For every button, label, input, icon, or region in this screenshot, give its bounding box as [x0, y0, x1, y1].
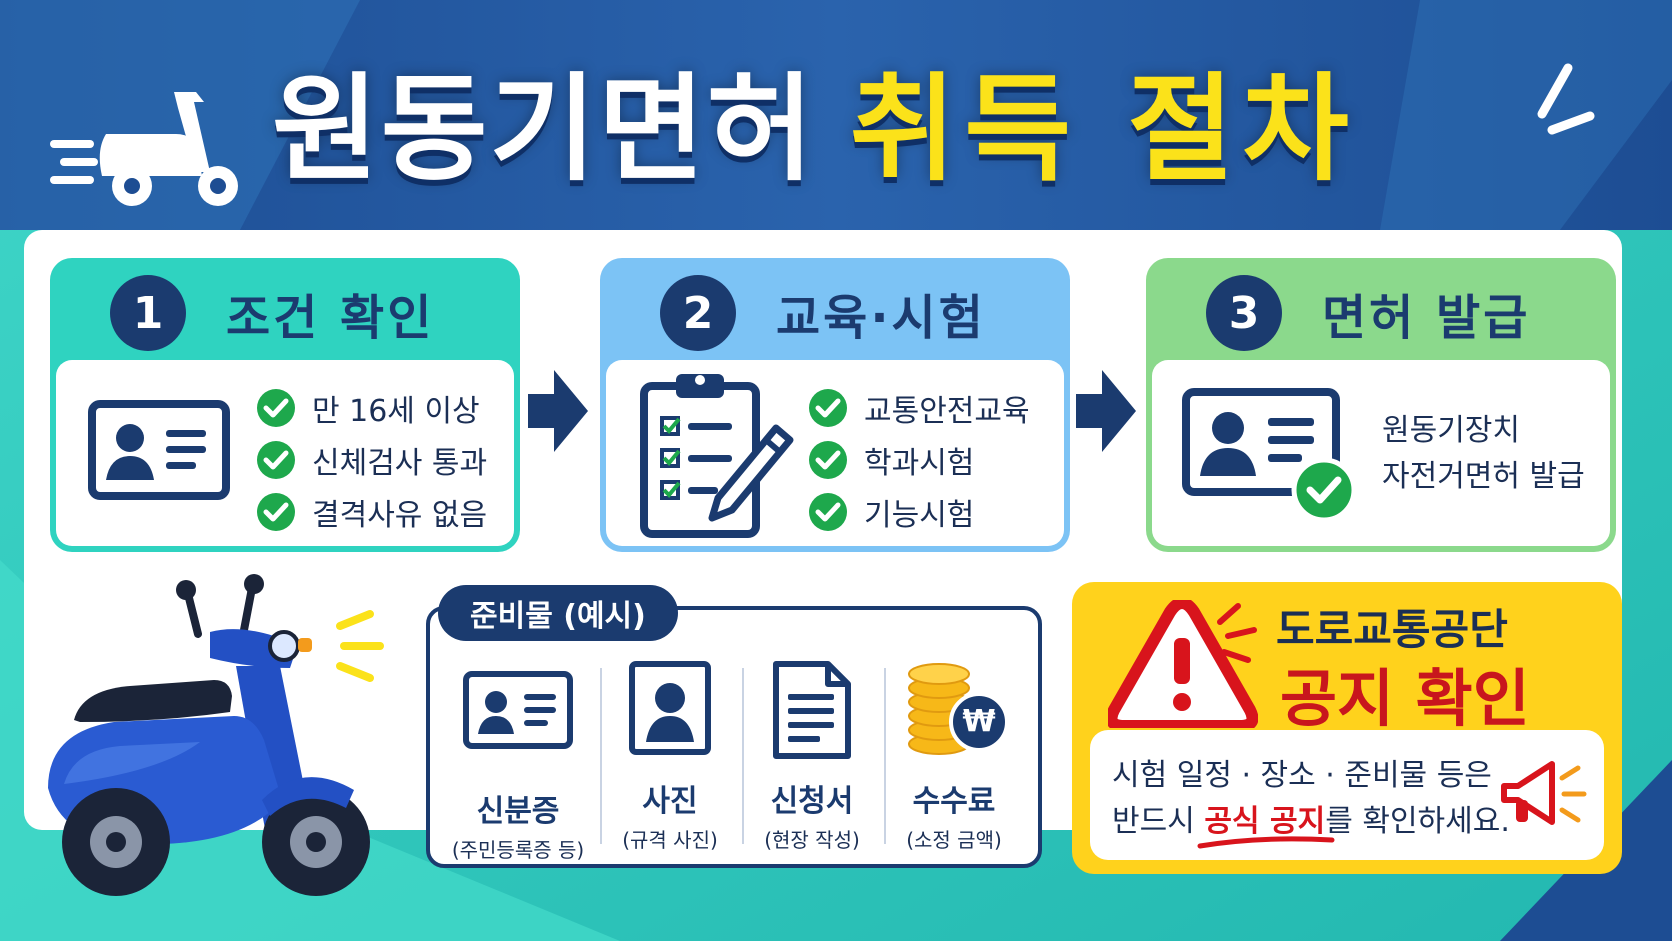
supply-item-fee: ₩ 수수료 (소정 금액) [884, 660, 1024, 853]
check-label: 학과시험 [864, 446, 975, 481]
issue-line: 자전거면허 발급 [1382, 459, 1585, 494]
warning-icon [1108, 600, 1258, 728]
check-icon [257, 389, 295, 427]
check-icon [257, 493, 295, 531]
arrow-right-icon [1076, 370, 1136, 452]
check-icon [809, 441, 847, 479]
supply-name: 수수료 [912, 784, 996, 819]
step-body: 만 16세 이상 신체검사 통과 결격사유 없음 [56, 360, 514, 546]
step-card-education-exam: 2 교육·시험 교통안전교육 학과시험 [600, 258, 1070, 552]
arrow-right-icon [528, 370, 588, 452]
check-item: 교통안전교육 [808, 382, 1030, 434]
sparkle-icon [1537, 63, 1595, 135]
check-item: 결격사유 없음 [256, 486, 487, 538]
main-title: 원동기면허 취득 절차 [272, 44, 1357, 197]
check-item: 신체검사 통과 [256, 434, 487, 486]
alert-rays-icon [1217, 603, 1257, 663]
won-symbol: ₩ [962, 704, 996, 739]
supply-name: 사진 [642, 784, 698, 819]
photo-icon [629, 661, 711, 755]
step-number: 1 [110, 275, 186, 351]
notice-line-2-pre: 반드시 [1112, 804, 1205, 839]
coins-won-icon [908, 663, 1009, 755]
check-label: 결격사유 없음 [312, 498, 488, 533]
check-item: 기능시험 [808, 486, 1030, 538]
supply-note: (주민등록증 등) [451, 838, 585, 862]
title-part2: 취득 절차 [849, 62, 1357, 197]
step-title: 조건 확인 [226, 290, 435, 346]
check-label: 만 16세 이상 [312, 394, 480, 429]
check-label: 교통안전교육 [864, 394, 1030, 429]
step-number: 3 [1206, 275, 1282, 351]
id-card-icon [463, 671, 573, 749]
step-title: 면허 발급 [1322, 290, 1531, 346]
check-list: 교통안전교육 학과시험 기능시험 [808, 382, 1030, 538]
check-icon [809, 389, 847, 427]
step-card-license-issue: 3 면허 발급 원동기장치 자전거면허 발급 [1146, 258, 1616, 552]
supply-item-application: 신청서 (현장 작성) [742, 660, 882, 853]
underline-swoosh [1197, 836, 1335, 849]
license-card-check-icon [1182, 388, 1357, 523]
check-icon [809, 493, 847, 531]
step-number: 2 [660, 275, 736, 351]
supply-item-photo: 사진 (규격 사진) [600, 660, 740, 853]
title-part1: 원동기면허 [272, 62, 816, 197]
step-card-conditions: 1 조건 확인 만 16세 이상 신체검사 통과 결격사유 없음 [50, 258, 520, 552]
issue-text: 원동기장치 자전거면허 발급 [1382, 408, 1585, 500]
divider [742, 668, 744, 844]
step-title: 교육·시험 [776, 290, 986, 346]
notice-title-check: 공지 확인 [1280, 662, 1530, 735]
notice-line-2-post: 를 확인하세요. [1325, 804, 1510, 839]
official-notice-highlight: 공식 공지 [1204, 804, 1326, 839]
step-body: 원동기장치 자전거면허 발급 [1152, 360, 1610, 546]
step-header: 2 교육·시험 [606, 264, 1064, 362]
check-list: 만 16세 이상 신체검사 통과 결격사유 없음 [256, 382, 487, 538]
id-card-icon [88, 400, 230, 500]
step-header: 3 면허 발급 [1152, 264, 1610, 362]
supply-name: 신분증 [476, 794, 560, 829]
supply-note: (규격 사진) [622, 828, 718, 852]
check-icon [257, 441, 295, 479]
supply-note: (소정 금액) [906, 828, 1002, 852]
clipboard-pencil-icon [640, 374, 794, 538]
megaphone-icon [1501, 761, 1587, 825]
check-label: 신체검사 통과 [312, 446, 488, 481]
notice-title-org: 도로교통공단 [1276, 605, 1508, 654]
check-item: 만 16세 이상 [256, 382, 487, 434]
notice-line-1: 시험 일정 · 장소 · 준비물 등은 [1112, 758, 1492, 793]
scooter-title-icon [50, 92, 238, 206]
divider [884, 668, 886, 844]
issue-line: 원동기장치 [1382, 413, 1520, 448]
step-body: 교통안전교육 학과시험 기능시험 [606, 360, 1064, 546]
divider [600, 668, 602, 844]
supply-name: 신청서 [770, 784, 854, 819]
supply-item-id: 신분증 (주민등록증 등) [448, 660, 588, 863]
notice-line-2: 반드시 공식 공지를 확인하세요. [1112, 796, 1510, 840]
check-item: 학과시험 [808, 434, 1030, 486]
supply-note: (현장 작성) [764, 828, 860, 852]
supplies-label: 준비물 (예시) [438, 585, 678, 641]
step-header: 1 조건 확인 [56, 264, 514, 362]
check-label: 기능시험 [864, 498, 975, 533]
scooter-illustration [48, 574, 384, 896]
document-icon [773, 661, 851, 759]
